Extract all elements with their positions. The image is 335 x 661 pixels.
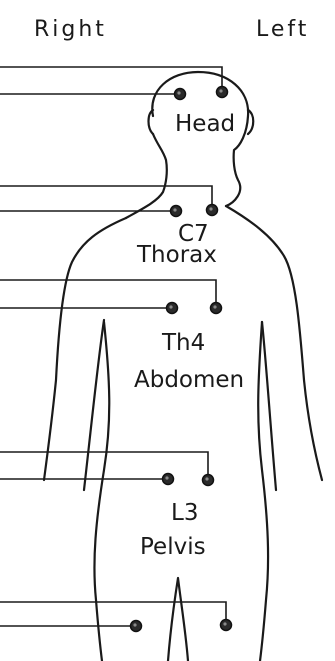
electrode-th4-left: [211, 303, 222, 314]
left-arm-inner-outline: [262, 322, 276, 490]
lead-pelvis-left: [0, 602, 226, 625]
right-arm-outer-outline: [44, 218, 126, 480]
electrode-pelvis-left: [221, 620, 232, 631]
right-arm-inner-outline: [84, 320, 104, 490]
th4-label: Th4: [161, 330, 205, 356]
electrode-pelvis-right: [131, 621, 142, 632]
lead-head-left: [0, 67, 222, 92]
electrode-head-left: [217, 87, 228, 98]
electrode-l3-left: [203, 475, 214, 486]
head-label: Head: [175, 111, 235, 137]
neck-right-outline: [126, 134, 167, 218]
pelvis-label: Pelvis: [140, 534, 206, 560]
electrode-c7-left: [207, 205, 218, 216]
electrode-head-right: [175, 89, 186, 100]
right-side-label: Right: [34, 17, 107, 42]
left-arm-outer-outline: [226, 206, 322, 480]
electrode-c7-right: [171, 206, 182, 217]
l3-label: L3: [171, 500, 198, 526]
lead-th4-left: [0, 280, 216, 308]
electrode-l3-right: [163, 474, 174, 485]
electrode-th4-right: [167, 303, 178, 314]
crotch-outline: [168, 578, 188, 661]
thorax-label: Thorax: [136, 242, 217, 268]
left-side-label: Left: [256, 17, 309, 42]
abdomen-label: Abdomen: [134, 367, 244, 393]
